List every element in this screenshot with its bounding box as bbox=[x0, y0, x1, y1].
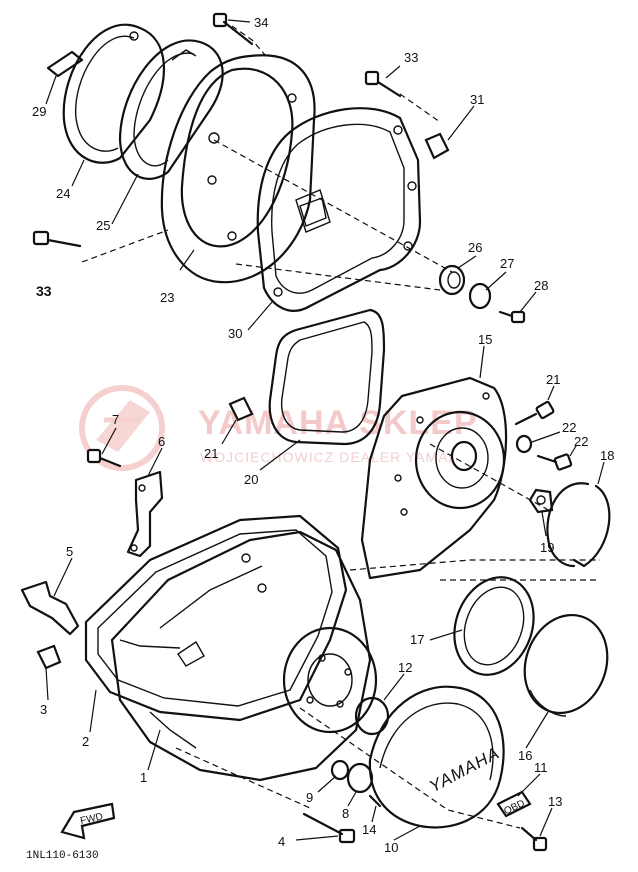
part-12-o-ring bbox=[354, 696, 390, 736]
callout-12: 12 bbox=[398, 660, 412, 675]
part-33-bolt-upper bbox=[364, 70, 402, 98]
callout-10: 10 bbox=[384, 840, 398, 855]
part-16-cap bbox=[523, 613, 609, 717]
part-24-generator-cover bbox=[160, 54, 331, 284]
part-33-bolt-left bbox=[32, 230, 82, 248]
callout-4: 4 bbox=[278, 834, 285, 849]
part-13-bolt bbox=[520, 826, 548, 852]
drawing-code: 1NL110-6130 bbox=[26, 850, 99, 862]
part-4-bolt bbox=[302, 812, 356, 844]
part-11-badge: OBD bbox=[496, 790, 532, 818]
callout-2: 2 bbox=[82, 734, 89, 749]
part-9-o-ring bbox=[330, 759, 350, 781]
callout-33-left: 33 bbox=[36, 283, 52, 299]
callout-29: 28 bbox=[534, 278, 548, 293]
callout-31: 30 bbox=[228, 326, 242, 341]
fwd-arrow-icon: FWD bbox=[60, 802, 116, 840]
callout-22-upper: 21 bbox=[546, 372, 560, 387]
callout-3: 3 bbox=[40, 702, 47, 717]
part-18-circlip bbox=[546, 482, 611, 568]
callout-34: 34 bbox=[254, 15, 268, 30]
callout-22-lower: 22 bbox=[574, 434, 588, 449]
callout-21: 21 bbox=[204, 446, 218, 461]
callout-5: 5 bbox=[66, 544, 73, 559]
part-32-plug bbox=[424, 132, 450, 160]
callout-28: 27 bbox=[500, 256, 514, 271]
part-28-washer bbox=[468, 282, 492, 310]
callout-7: 7 bbox=[112, 412, 119, 427]
callout-labels: 29 24 25 23 30 34 33 31 33 26 27 28 15 2… bbox=[32, 15, 614, 855]
part-8-plug bbox=[346, 762, 374, 794]
part-25-gasket bbox=[62, 23, 166, 164]
callout-8: 8 bbox=[342, 806, 349, 821]
callout-33-upper: 33 bbox=[404, 50, 418, 65]
callout-18: 18 bbox=[600, 448, 614, 463]
part-27-bushing bbox=[438, 264, 466, 296]
part-17-gasket-ring bbox=[453, 576, 535, 676]
callout-14: 14 bbox=[362, 822, 376, 837]
callout-30: 29 bbox=[32, 104, 46, 119]
leader-lines bbox=[45, 19, 605, 841]
callout-16: 16 bbox=[518, 748, 532, 763]
callout-26: 25 bbox=[96, 218, 110, 233]
part-5-bracket bbox=[20, 580, 80, 636]
callout-32: 31 bbox=[470, 92, 484, 107]
part-21-dowel bbox=[228, 396, 254, 422]
callout-23: 22 bbox=[562, 420, 576, 435]
part-22-bolt-lower bbox=[536, 453, 573, 471]
part-19-seal bbox=[528, 488, 554, 514]
part-14-screw bbox=[368, 794, 382, 808]
callout-1: 1 bbox=[140, 770, 147, 785]
callout-25: 24 bbox=[56, 186, 70, 201]
part-20-gasket bbox=[268, 308, 386, 446]
part-31-gasket bbox=[256, 107, 422, 312]
callout-20: 20 bbox=[244, 472, 258, 487]
callout-11: 11 bbox=[534, 760, 548, 775]
callout-27: 26 bbox=[468, 240, 482, 255]
callout-9: 9 bbox=[306, 790, 313, 805]
callout-15: 15 bbox=[478, 332, 492, 347]
part-34-bolt bbox=[212, 12, 254, 46]
part-2-gasket bbox=[84, 514, 348, 722]
part-10-clutch-cover: YAMAHA bbox=[368, 685, 505, 829]
part-3-dowel bbox=[36, 644, 62, 670]
callout-24: 23 bbox=[160, 290, 174, 305]
callout-19: 19 bbox=[540, 540, 554, 555]
part-23-o-ring bbox=[515, 434, 533, 454]
watermark: YAMAHA SKLEP WOJCIECHOWICZ DEALER YAMAHA bbox=[79, 385, 477, 471]
watermark-subtext: WOJCIECHOWICZ DEALER YAMAHA bbox=[200, 449, 470, 465]
callout-13: 13 bbox=[548, 794, 562, 809]
part-26-gasket bbox=[118, 39, 224, 180]
part-22-bolt-upper bbox=[514, 400, 555, 426]
part-7-bolt bbox=[86, 448, 122, 468]
callout-6: 6 bbox=[158, 434, 165, 449]
part-30-plate bbox=[46, 50, 84, 78]
callout-17: 17 bbox=[410, 632, 424, 647]
fwd-text: FWD bbox=[79, 811, 104, 826]
part-1-crankcase-cover bbox=[110, 530, 378, 782]
part-29-bolt bbox=[498, 310, 526, 324]
part-6-bracket bbox=[126, 470, 164, 558]
